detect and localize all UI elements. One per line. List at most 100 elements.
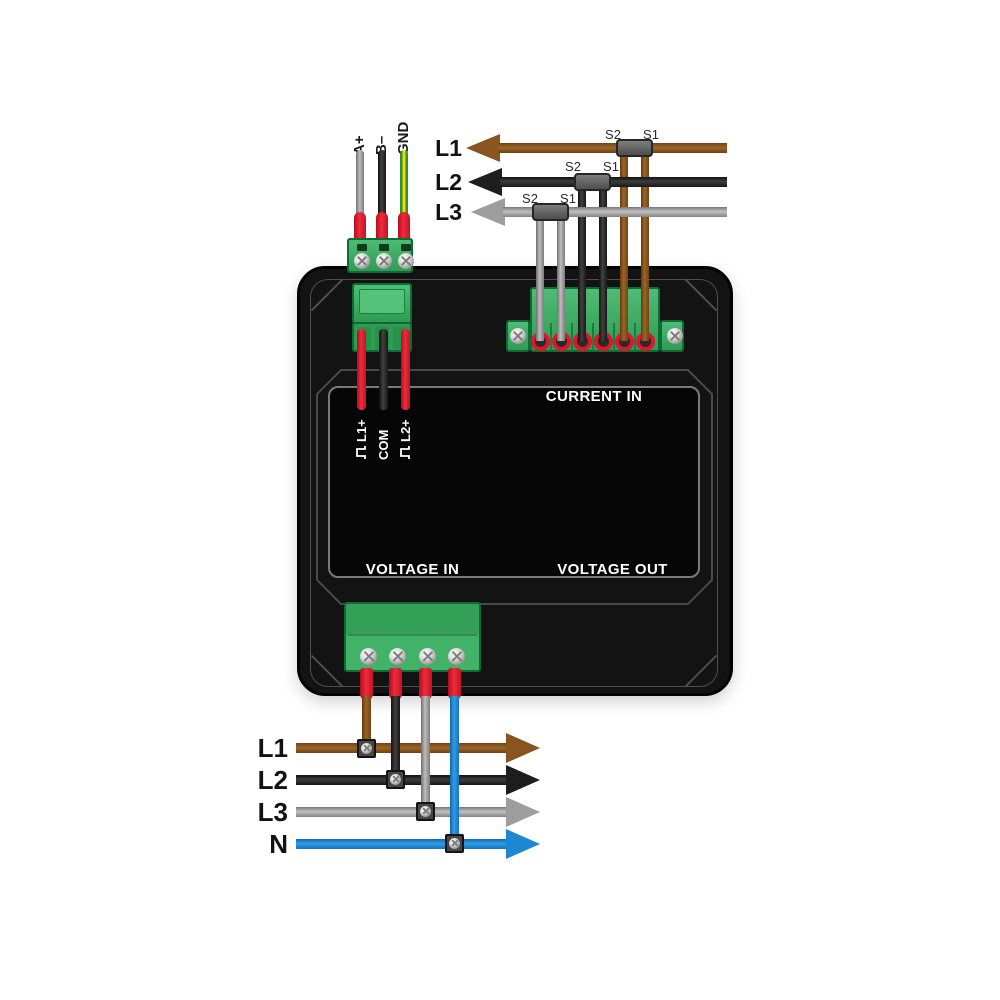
screw-icon xyxy=(361,743,372,754)
arrow-left-icon xyxy=(468,168,502,196)
current-transformer-l3 xyxy=(532,203,569,221)
voltage-tap-wire-l2 xyxy=(391,696,400,785)
screw-icon xyxy=(510,328,526,344)
ct-line-l2 xyxy=(500,177,727,187)
pulse-label-l1: L1+ xyxy=(353,404,369,460)
pulse-label-text: L2+ xyxy=(397,419,413,442)
ct-wire-l1-s1 xyxy=(641,144,649,341)
voltage-tap-wire-n xyxy=(450,696,459,849)
comm-wire-label-gnd: GND xyxy=(395,121,412,155)
cell-divider xyxy=(592,323,594,351)
arrow-right-icon xyxy=(506,829,540,859)
screw-icon xyxy=(360,648,377,665)
comm-wire-gnd xyxy=(400,150,408,217)
current-transformer-l1 xyxy=(616,139,653,157)
mains-line-n xyxy=(296,839,508,849)
mains-label-l1: L1 xyxy=(257,733,288,763)
pulse-label-text: L1+ xyxy=(353,419,369,442)
current-transformer-l2 xyxy=(574,173,611,191)
screw-icon xyxy=(449,838,460,849)
arrow-left-icon xyxy=(466,134,500,162)
ct-s1-label: S1 xyxy=(643,127,659,142)
comm-wire-label-bminus: B– xyxy=(373,135,390,155)
arrow-left-icon xyxy=(471,198,505,226)
mains-label-l3: L3 xyxy=(257,797,288,827)
wire-ferrule xyxy=(360,668,373,700)
arrow-right-icon xyxy=(506,765,540,795)
comm-wire-label-aplus: A+ xyxy=(351,135,368,155)
tap-junction-l2 xyxy=(386,770,405,789)
tap-junction-l1 xyxy=(357,739,376,758)
wire-ferrule xyxy=(448,668,461,700)
ct-wire-l1-s2 xyxy=(620,144,628,341)
arrow-right-icon xyxy=(506,733,540,763)
mains-label-l2: L2 xyxy=(257,765,288,795)
mains-line-l3 xyxy=(296,807,508,817)
mains-label-n: N xyxy=(269,829,288,859)
ct-line-label-l2: L2 xyxy=(435,169,462,195)
mains-line-l1 xyxy=(296,743,508,753)
screw-icon xyxy=(420,806,431,817)
block-divider xyxy=(348,634,477,636)
ct-s1-label: S1 xyxy=(560,191,576,206)
pulse-wire-com xyxy=(379,329,388,410)
pulse-plug-face xyxy=(359,289,405,314)
ct-line-label-l1: L1 xyxy=(435,135,462,161)
voltage-tap-wire-l3 xyxy=(421,696,430,817)
ct-wire-l2-s1 xyxy=(599,178,607,341)
ct-s2-label: S2 xyxy=(605,127,621,142)
tap-junction-l3 xyxy=(416,802,435,821)
wire-ferrule xyxy=(398,212,410,242)
wire-ferrule xyxy=(376,212,388,242)
ct-wire-l3-s1 xyxy=(557,210,565,341)
comm-wire-aplus xyxy=(356,150,364,217)
pulse-label-com: COM xyxy=(375,404,391,460)
comm-terminal-block xyxy=(347,238,414,273)
voltage-tap-wire-l1 xyxy=(362,696,371,753)
arrow-right-icon xyxy=(506,797,540,827)
current-terminal-tab-left xyxy=(506,320,530,352)
terminal-hole xyxy=(379,244,389,251)
wire-ferrule xyxy=(354,212,366,242)
pulse-icon xyxy=(356,446,366,459)
ct-line-l1 xyxy=(498,143,727,153)
terminal-hole xyxy=(357,244,367,251)
screw-icon xyxy=(667,328,683,344)
cell-divider xyxy=(550,323,552,351)
wire-ferrule xyxy=(419,668,432,700)
screw-icon xyxy=(376,253,392,269)
cell-divider xyxy=(571,323,573,351)
voltage-out-label: VOLTAGE OUT xyxy=(557,561,668,578)
voltage-in-label: VOLTAGE IN xyxy=(365,561,460,578)
screw-icon xyxy=(354,253,370,269)
screw-icon xyxy=(448,648,465,665)
ct-s1-label: S1 xyxy=(603,159,619,174)
terminal-hole xyxy=(401,244,411,251)
screw-icon xyxy=(398,253,414,269)
pulse-plug-body xyxy=(352,283,412,324)
pulse-label-text: COM xyxy=(375,429,391,460)
screw-icon xyxy=(419,648,436,665)
current-terminal-tab-right xyxy=(660,320,684,352)
pulse-label-l2: L2+ xyxy=(397,404,413,460)
tap-junction-n xyxy=(445,834,464,853)
voltage-terminal-block xyxy=(344,602,481,672)
pulse-icon xyxy=(400,446,410,459)
current-in-label: CURRENT IN xyxy=(545,388,643,405)
pulse-wire-l2 xyxy=(401,329,410,410)
wire-ferrule xyxy=(389,668,402,700)
ct-wire-l2-s2 xyxy=(578,178,586,341)
ct-s2-label: S2 xyxy=(565,159,581,174)
display-panel xyxy=(328,386,700,578)
ct-line-l3 xyxy=(503,207,727,217)
ct-wire-l3-s2 xyxy=(536,210,544,341)
screw-icon xyxy=(390,774,401,785)
ct-s2-label: S2 xyxy=(522,191,538,206)
pulse-wire-l1 xyxy=(357,329,366,410)
meter-inner-outline xyxy=(310,279,718,687)
screw-icon xyxy=(389,648,406,665)
cell-divider xyxy=(613,323,615,351)
ct-line-label-l3: L3 xyxy=(435,199,462,225)
